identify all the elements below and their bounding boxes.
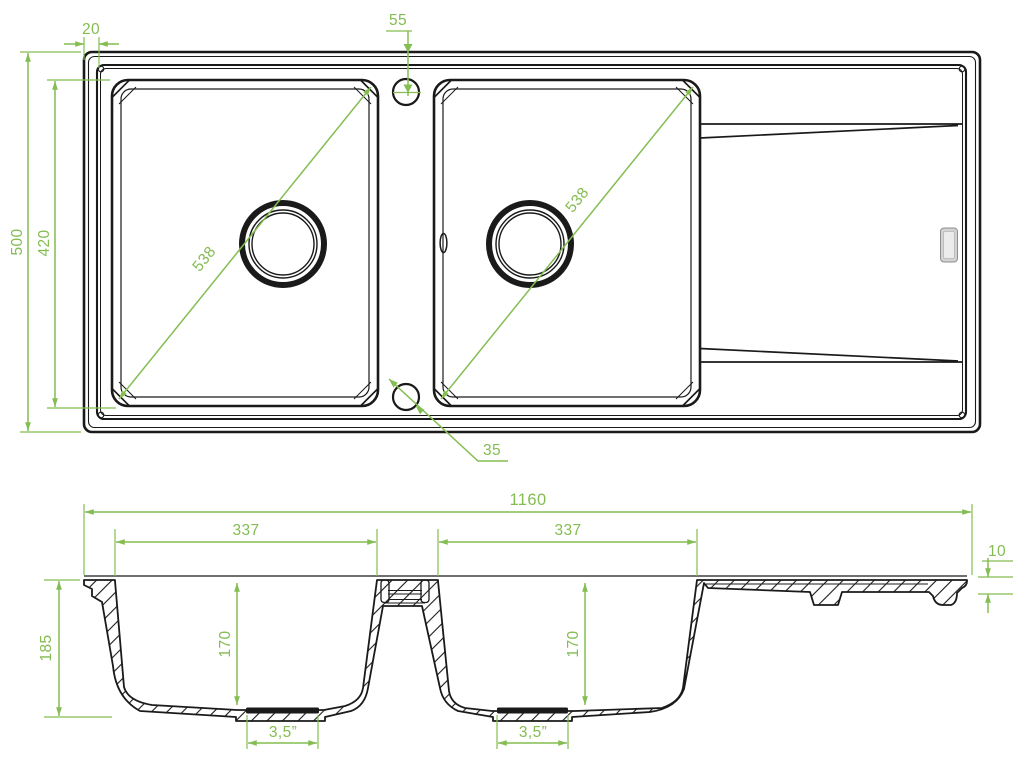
drainer-grooves (699, 123, 963, 363)
accessory-hole (391, 382, 421, 412)
dim-right-drain-size: 3,5” (496, 715, 569, 749)
dim-left-bowl-width: 337 (114, 522, 378, 576)
dim-right-bowl-depth: 170 (565, 583, 588, 705)
top-view (82, 50, 982, 434)
dim-label-left-drain-size: 3,5” (269, 724, 297, 741)
rim-corner-dot (97, 65, 105, 73)
dim-label-left-bowl-depth: 170 (217, 630, 234, 657)
dim-total-height: 185 (38, 579, 112, 718)
dim-drainer-thickness: 10 (978, 543, 1013, 613)
dim-left-bowl-diagonal: 538 (118, 86, 372, 400)
sink-outer-edge-inner-line (87, 55, 977, 429)
dim-left-drain-size: 3,5” (246, 715, 319, 749)
dim-label-rim-width: 20 (82, 21, 100, 38)
dim-bowl-front-back: 420 (36, 79, 116, 409)
dim-label-drainer-thickness: 10 (988, 543, 1006, 560)
left-drain (239, 200, 327, 288)
dim-label-right-diagonal: 538 (562, 184, 592, 216)
dim-label-left-diagonal: 538 (189, 243, 219, 275)
rim-corner-dot (958, 411, 966, 419)
dim-label-total-width: 1160 (509, 491, 546, 509)
sink-rim (95, 63, 968, 421)
dim-small-hole: 35 (388, 378, 508, 462)
dim-label-total-depth: 500 (9, 228, 26, 255)
brand-badge (940, 227, 958, 263)
dim-tap-hole-offset: 55 (386, 12, 421, 96)
sink-outer-edge (82, 50, 982, 434)
section-view (83, 575, 968, 722)
dim-label-right-bowl-width: 337 (554, 522, 581, 539)
dim-rim-width: 20 (64, 21, 119, 68)
rim-corner-dot (958, 65, 966, 73)
dim-label-left-bowl-width: 337 (232, 522, 259, 539)
divider-channel (380, 579, 430, 604)
dim-left-bowl-depth: 170 (217, 583, 240, 705)
dim-label-small-hole: 35 (483, 442, 501, 459)
sink-rim-inner-line (100, 68, 963, 416)
right-drain-outlet (497, 707, 568, 714)
dim-label-bowl-front-back: 420 (36, 229, 53, 256)
dim-total-depth: 500 (9, 51, 81, 433)
left-drain-outlet (246, 707, 319, 714)
dim-label-tap-offset: 55 (389, 12, 407, 29)
dimensions: 20 55 500 420 538 (9, 12, 1013, 749)
dim-label-total-height: 185 (38, 634, 55, 661)
dim-total-width: 1160 (83, 491, 973, 575)
dim-label-right-bowl-depth: 170 (565, 630, 582, 657)
section-body (83, 579, 968, 722)
dim-right-bowl-diagonal: 538 (440, 86, 694, 400)
dim-right-bowl-width: 337 (437, 522, 698, 576)
right-drain (486, 200, 574, 288)
rim-corner-dot (97, 411, 105, 419)
dim-label-right-drain-size: 3,5” (519, 724, 547, 741)
